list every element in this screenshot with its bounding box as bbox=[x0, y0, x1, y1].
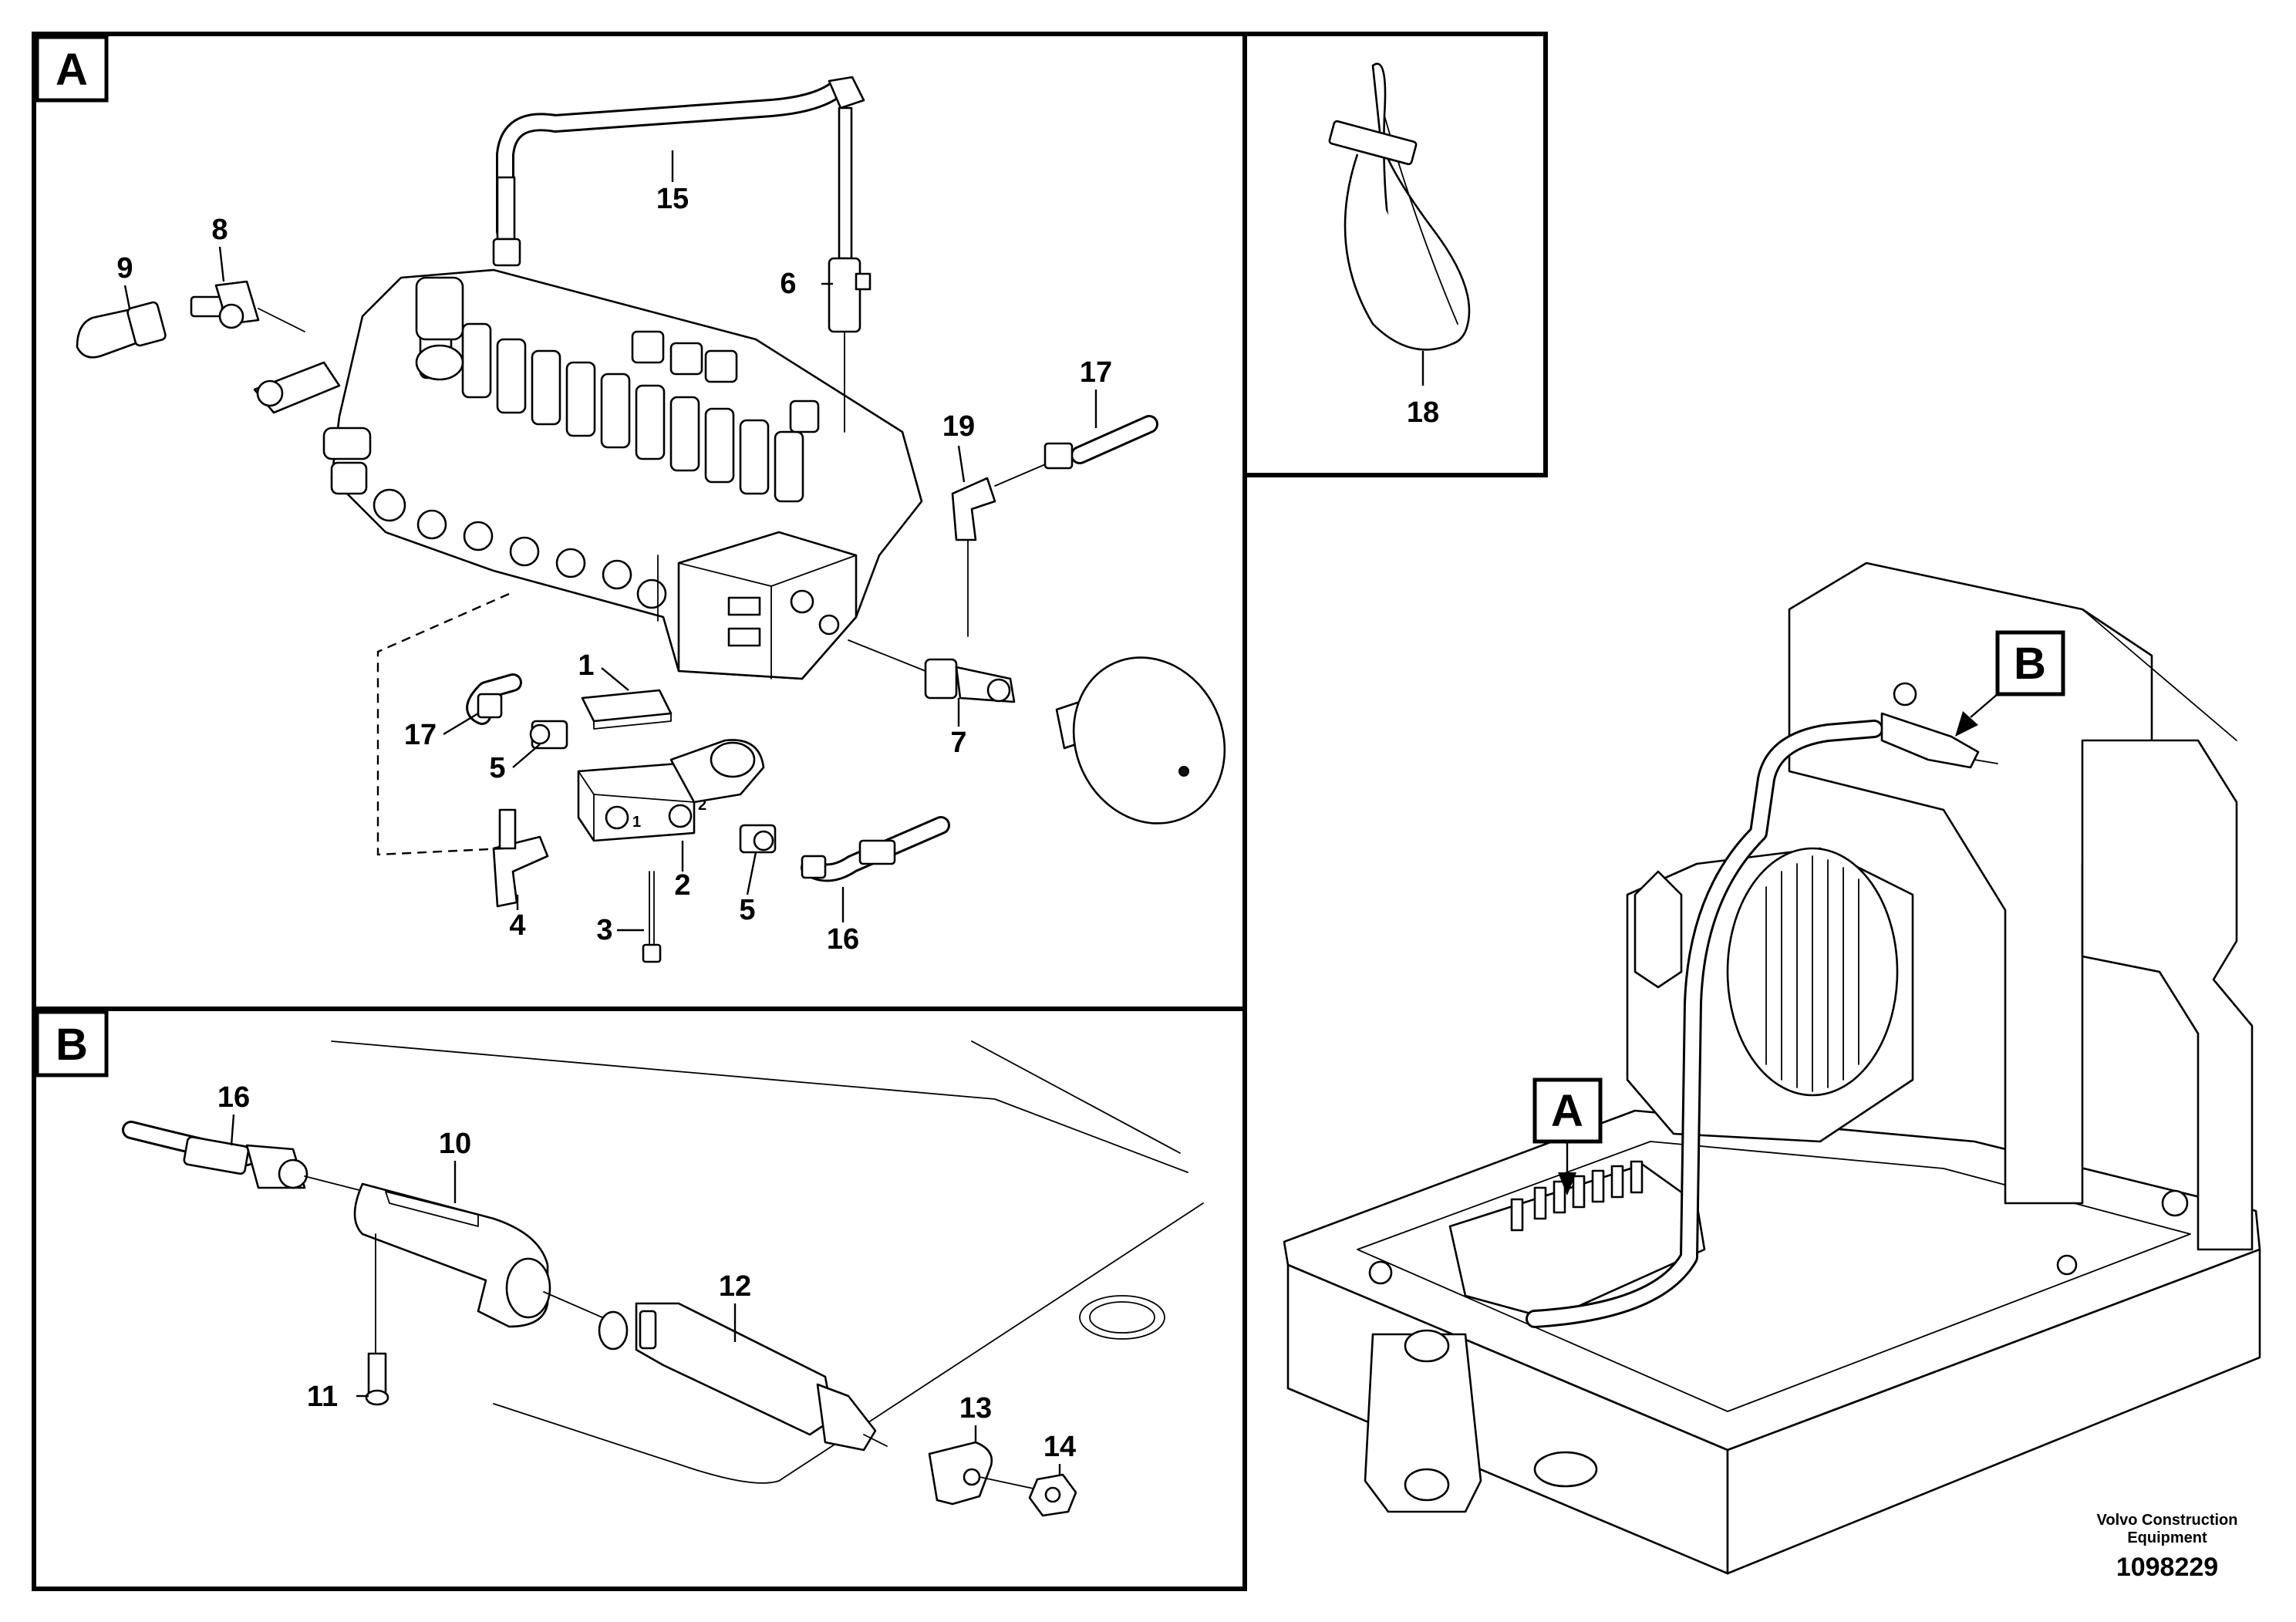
hose-17-upper bbox=[1043, 415, 1158, 470]
cover-plate-1 bbox=[581, 689, 673, 730]
svg-text:17: 17 bbox=[404, 719, 437, 751]
port-2-mark: 2 bbox=[698, 797, 706, 814]
svg-text:8: 8 bbox=[211, 214, 228, 246]
callout-1: 1 bbox=[578, 649, 629, 691]
callout-9: 9 bbox=[116, 252, 133, 309]
accumulator bbox=[1055, 656, 1226, 824]
tee-fitting-7 bbox=[848, 639, 1016, 703]
section-a-label: A bbox=[56, 45, 88, 95]
hose-15 bbox=[492, 76, 865, 267]
nut-14 bbox=[1028, 1473, 1077, 1517]
svg-text:15: 15 bbox=[656, 183, 689, 215]
svg-text:4: 4 bbox=[509, 909, 525, 942]
callout-6: 6 bbox=[780, 268, 796, 300]
bolt-3 bbox=[642, 871, 662, 963]
port-1-mark: 1 bbox=[632, 814, 641, 831]
svg-text:2: 2 bbox=[674, 869, 690, 902]
svg-text:16: 16 bbox=[217, 1081, 250, 1114]
svg-text:16: 16 bbox=[827, 923, 859, 956]
overview-badge-b: B bbox=[1955, 630, 2065, 737]
callout-5-right: 5 bbox=[739, 851, 757, 926]
bracket-10 bbox=[353, 1182, 551, 1328]
callout-19: 19 bbox=[942, 410, 975, 483]
hose-16-upper bbox=[801, 816, 950, 882]
svg-text:3: 3 bbox=[596, 914, 612, 946]
adapter-5-right bbox=[739, 824, 777, 854]
clip-13 bbox=[928, 1441, 1034, 1506]
svg-text:7: 7 bbox=[950, 727, 966, 759]
callout-4: 4 bbox=[509, 895, 526, 942]
svg-text:10: 10 bbox=[439, 1128, 471, 1160]
doc-number: 1098229 bbox=[2116, 1553, 2218, 1582]
elbow-4 bbox=[492, 808, 549, 908]
svg-text:9: 9 bbox=[116, 252, 133, 285]
callout-10: 10 bbox=[439, 1128, 471, 1203]
callout-7: 7 bbox=[950, 698, 967, 759]
section-b-label: B bbox=[56, 1020, 88, 1070]
callout-8: 8 bbox=[211, 214, 228, 282]
background-frame-outline bbox=[331, 1040, 1204, 1484]
screw-11 bbox=[356, 1233, 389, 1406]
solenoid-valve-2: 1 2 bbox=[577, 739, 765, 842]
overview-badge-a: A bbox=[1532, 1077, 1603, 1195]
control-valve-assembly bbox=[253, 268, 923, 680]
elbow-19 bbox=[951, 462, 1050, 637]
callout-14: 14 bbox=[1043, 1431, 1076, 1475]
svg-text:14: 14 bbox=[1043, 1431, 1076, 1463]
callout-16-panel-b: 16 bbox=[217, 1081, 250, 1146]
svg-text:A: A bbox=[1551, 1086, 1583, 1136]
fitting-8 bbox=[190, 280, 305, 332]
brand-line-1: Volvo Construction bbox=[2097, 1512, 2238, 1529]
brand-line-2: Equipment bbox=[2127, 1529, 2207, 1546]
callout-16-panel-a: 16 bbox=[827, 887, 859, 956]
callout-13: 13 bbox=[959, 1392, 992, 1442]
section-a-badge: A bbox=[35, 35, 109, 103]
section-b-badge: B bbox=[35, 1010, 109, 1077]
svg-text:19: 19 bbox=[942, 410, 975, 443]
hose-16-panel-b bbox=[122, 1121, 487, 1223]
callout-17-upper: 17 bbox=[1080, 356, 1112, 428]
svg-text:11: 11 bbox=[307, 1381, 338, 1413]
svg-text:5: 5 bbox=[739, 894, 755, 926]
callout-18: 18 bbox=[1407, 396, 1439, 429]
svg-text:17: 17 bbox=[1080, 356, 1112, 389]
machine-overview bbox=[1283, 561, 2261, 1575]
callout-11: 11 bbox=[307, 1381, 338, 1413]
adapter-5-left bbox=[529, 720, 568, 750]
svg-text:6: 6 bbox=[780, 268, 796, 300]
hose-17-lower bbox=[466, 673, 522, 725]
svg-text:12: 12 bbox=[719, 1270, 751, 1303]
callout-15: 15 bbox=[656, 150, 689, 215]
svg-text:5: 5 bbox=[489, 752, 505, 784]
fitting-6 bbox=[821, 257, 872, 433]
dashed-connection-line bbox=[376, 592, 510, 856]
pressure-sensor-12 bbox=[543, 1291, 888, 1452]
svg-text:B: B bbox=[2014, 639, 2046, 689]
callout-5-left: 5 bbox=[489, 744, 541, 784]
callout-17-lower: 17 bbox=[404, 712, 479, 751]
svg-text:13: 13 bbox=[959, 1392, 992, 1425]
plug-9 bbox=[76, 301, 167, 359]
callout-2: 2 bbox=[674, 841, 691, 902]
cable-tie-18: 18 bbox=[1328, 62, 1471, 429]
callout-12: 12 bbox=[719, 1270, 751, 1342]
svg-text:1: 1 bbox=[578, 649, 594, 682]
panel-b-frame bbox=[32, 1007, 1247, 1591]
panel-strap-frame bbox=[1242, 32, 1548, 477]
callout-3: 3 bbox=[596, 914, 644, 946]
footer-brand: Volvo Construction Equipment 1098229 bbox=[2097, 1512, 2238, 1582]
